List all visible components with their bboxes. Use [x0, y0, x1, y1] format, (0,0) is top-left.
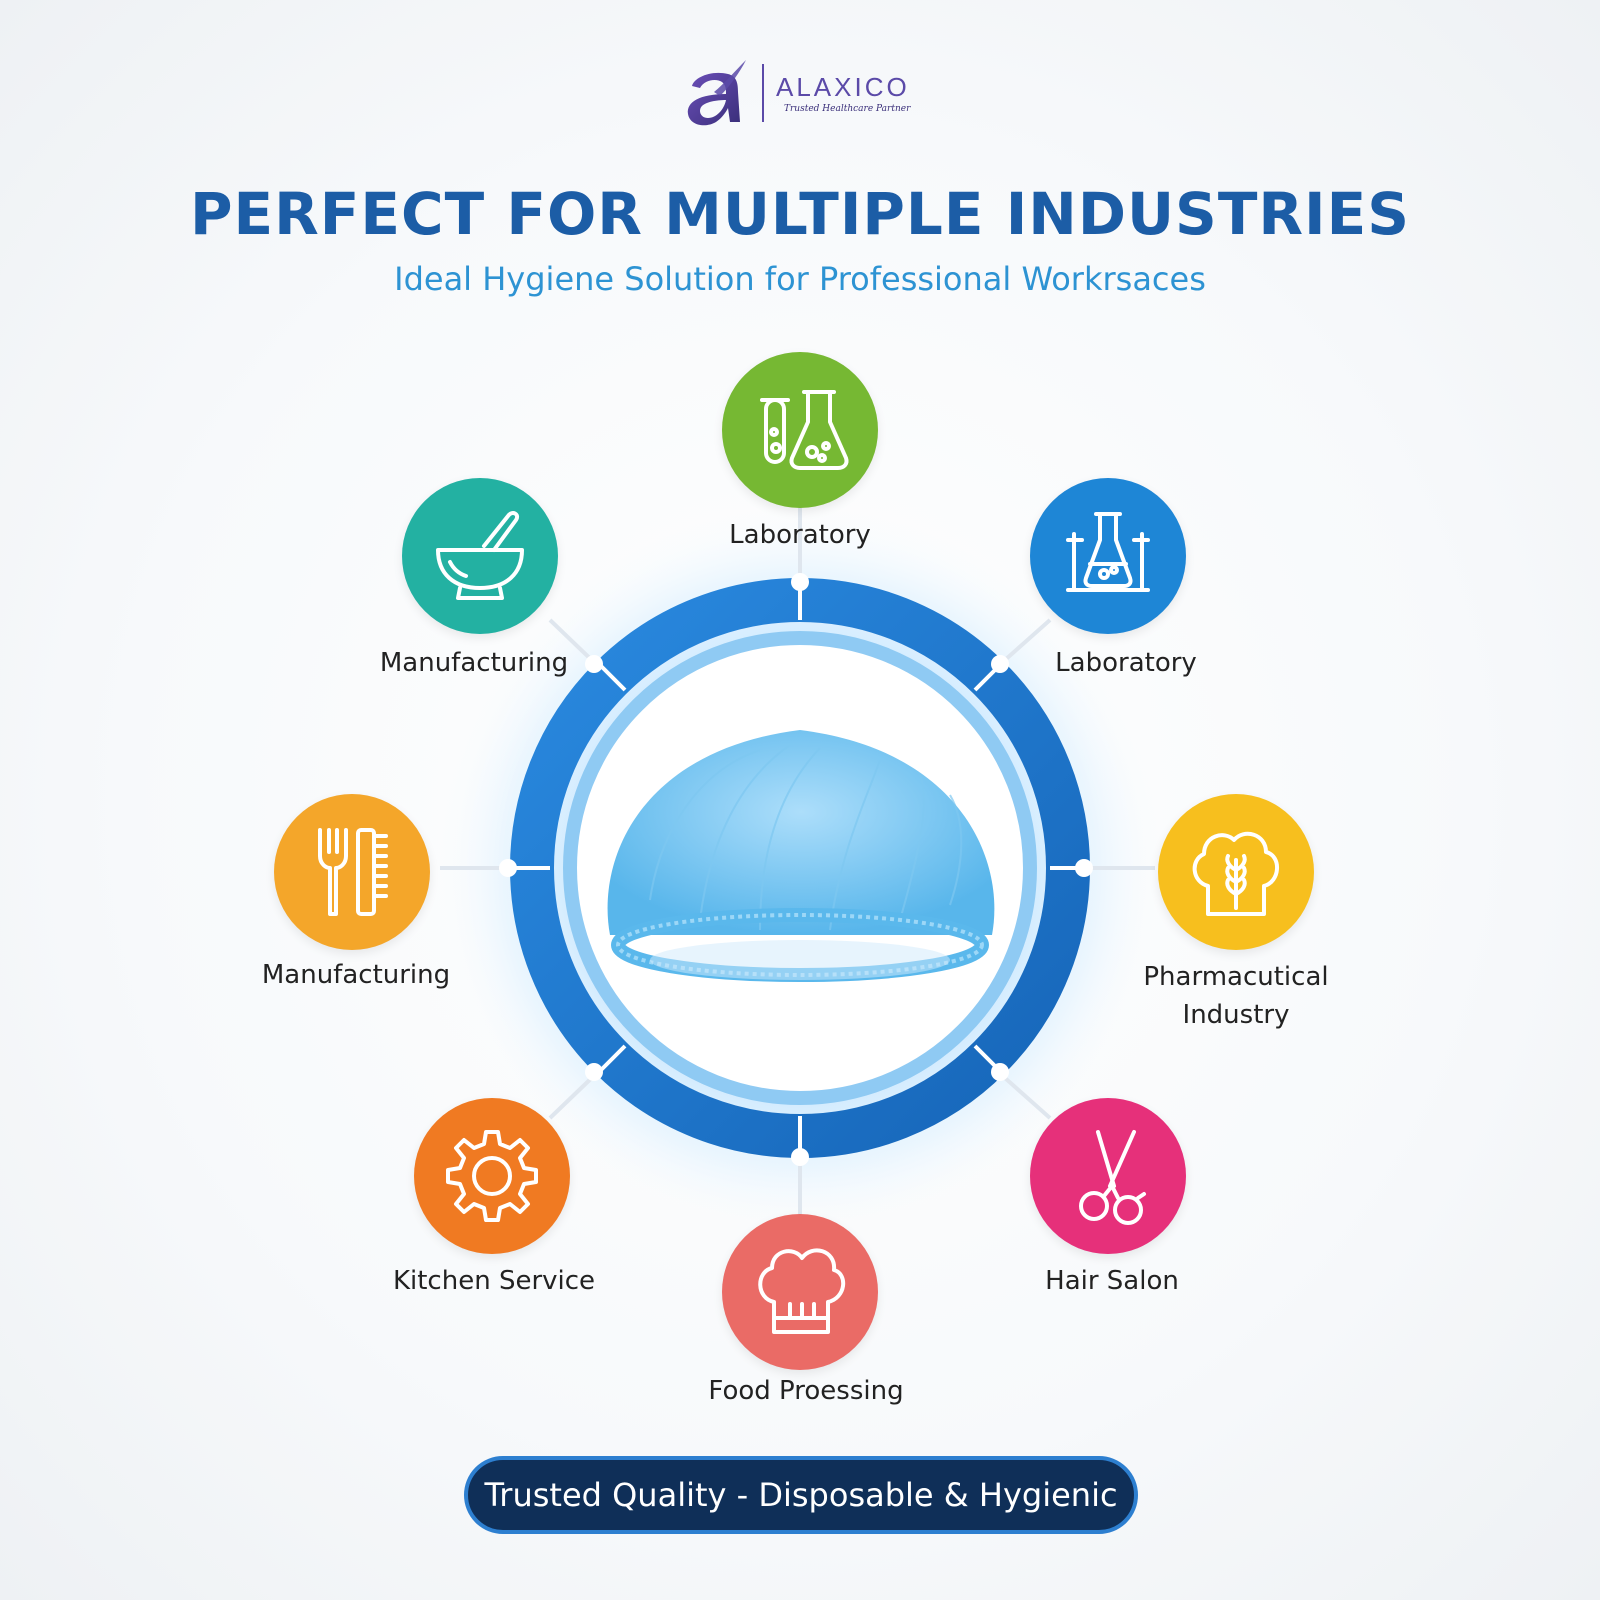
chef-hat-icon	[758, 1248, 845, 1334]
industry-label-hair-salon: Hair Salon	[1045, 1266, 1179, 1296]
test-tubes-flask-icon	[760, 390, 849, 470]
industry-label-pharmaceutical-line1: Pharmacutical	[1143, 962, 1329, 992]
industry-label-kitchen-service: Kitchen Service	[392, 1266, 596, 1296]
brand-tagline: Trusted Healthcare Partner	[784, 104, 911, 114]
laboratory-stand-icon-circle	[1030, 478, 1186, 634]
hair-salon-icon-circle	[1030, 1098, 1186, 1254]
industry-label-manufacturing-left: Manufacturing	[261, 960, 451, 990]
mortar-pestle-icon	[436, 511, 524, 600]
scissors-icon	[1079, 1130, 1146, 1225]
industry-label-manufacturing-top: Manufacturing	[379, 648, 569, 678]
gear-icon	[446, 1130, 538, 1222]
page-subtitle: Ideal Hygiene Solution for Professional …	[394, 260, 1206, 298]
hair-cap-image	[607, 730, 995, 982]
kitchen-service-icon-circle	[414, 1098, 570, 1254]
industry-label-laboratory-right: Laboratory	[1055, 648, 1197, 678]
connector-dots	[499, 573, 1093, 1166]
quality-banner: Trusted Quality - Disposable & Hygienic	[464, 1456, 1138, 1534]
page-title: PERFECT FOR MULTIPLE INDUSTRIES	[189, 180, 1411, 248]
lab-flask-stand-icon	[1066, 512, 1150, 592]
food-processing-icon-circle	[722, 1214, 878, 1370]
logo-divider	[762, 64, 764, 122]
industry-label-pharmaceutical: Pharmacutical Industry	[1143, 958, 1328, 1034]
industry-label-food-processing: Food Proessing	[708, 1376, 904, 1406]
manufacturing-mortar-icon-circle	[402, 478, 558, 634]
industry-label-laboratory-top: Laboratory	[729, 520, 871, 550]
brand-name: ALAXICO	[776, 72, 910, 102]
fork-comb-icon	[318, 828, 388, 916]
manufacturing-fork-icon-circle	[274, 794, 430, 950]
pharmaceutical-icon-circle	[1158, 794, 1314, 950]
industry-label-pharmaceutical-line2: Industry	[1182, 1000, 1290, 1030]
chef-hat-wheat-icon	[1192, 831, 1279, 916]
brand-logo: ALAXICO Trusted Healthcare Partner	[680, 52, 940, 132]
laboratory-icon-circle	[722, 352, 878, 508]
alaxico-logo-mark-icon	[687, 60, 746, 126]
